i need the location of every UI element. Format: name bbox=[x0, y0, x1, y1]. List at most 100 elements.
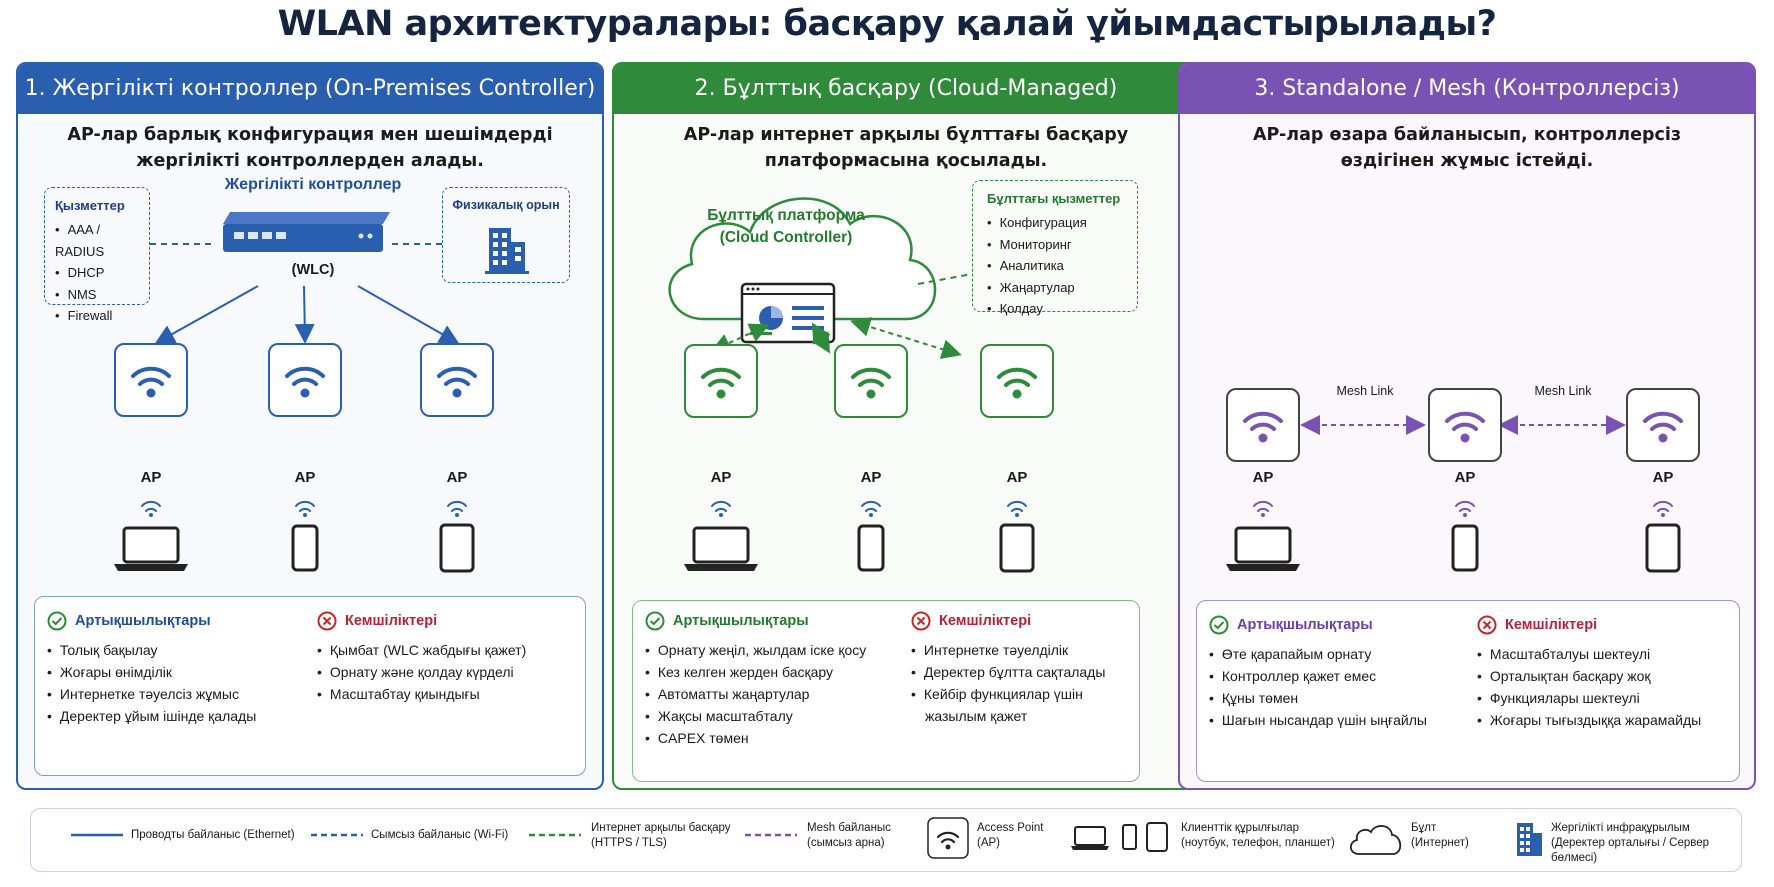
cons-title: Кемшіліктері bbox=[345, 613, 438, 629]
legend-internet-line2: (HTTPS / TLS) bbox=[591, 837, 667, 849]
laptop-icon bbox=[114, 526, 188, 571]
pros-column: Артықшылықтары Орнату жеңіл, жылдам іске… bbox=[645, 611, 866, 749]
services-list: AAA / RADIUS DHCP NMS Firewall bbox=[55, 219, 149, 327]
list-item: Мониторинг bbox=[987, 234, 1137, 256]
access-point-icon bbox=[927, 817, 969, 859]
access-point bbox=[420, 343, 494, 417]
mesh-link-label: Mesh Link bbox=[1534, 384, 1592, 398]
ap-label: AP bbox=[1652, 469, 1674, 486]
wifi-icon bbox=[851, 367, 891, 399]
legend-mesh-line2: (сымсыз арна) bbox=[807, 837, 885, 849]
access-point bbox=[684, 344, 758, 418]
list-item: Орнату және қолдау күрделі bbox=[317, 661, 526, 683]
panel-description: AP-лар өзара байланысып, контроллерсіз ө… bbox=[1252, 125, 1682, 171]
list-item: Құны төмен bbox=[1209, 687, 1427, 709]
list-item: NMS bbox=[55, 284, 149, 306]
small-wifi-icon bbox=[141, 500, 467, 512]
cons-title: Кемшіліктері bbox=[939, 613, 1032, 629]
panel-description: AP-лар интернет арқылы бұлттағы басқару … bbox=[683, 125, 1129, 171]
check-icon bbox=[47, 611, 67, 631]
legend-cloud: Бұлт (Интернет) bbox=[1411, 821, 1469, 851]
wifi-icon bbox=[1445, 411, 1485, 443]
clients-p3 bbox=[1226, 500, 1681, 573]
cross-icon bbox=[911, 611, 931, 631]
cloud-platform-label: Бұлттық платформа (Cloud Controller) bbox=[666, 205, 906, 249]
pros-title: Артықшылықтары bbox=[1237, 617, 1373, 633]
laptop-icon bbox=[1226, 526, 1300, 571]
pros-column: Артықшылықтары Өте қарапайым орнату Конт… bbox=[1209, 615, 1427, 731]
wifi-icon bbox=[1643, 411, 1683, 443]
list-item: Деректер бұлтта сақталады bbox=[911, 661, 1106, 683]
pros-title: Артықшылықтары bbox=[75, 613, 211, 629]
legend-internet: Интернет арқылы басқару (HTTPS / TLS) bbox=[591, 821, 731, 851]
panel-on-premises: 1. Жергілікті контроллер (On-Premises Co… bbox=[16, 62, 604, 790]
list-item: Firewall bbox=[55, 305, 149, 327]
legend-internet-line1: Интернет арқылы басқару bbox=[591, 822, 731, 834]
list-item: Жоғары өнімділік bbox=[47, 661, 256, 683]
cons-column: Кемшіліктері Масштабталуы шектеулі Ортал… bbox=[1477, 615, 1701, 731]
list-item: Интернетке тәуелсіз жұмыс bbox=[47, 683, 256, 705]
legend-mesh-line1: Mesh байланыс bbox=[807, 822, 891, 834]
panel-cloud-managed: 2. Бұлттық басқару (Cloud-Managed) AP-ла… bbox=[612, 62, 1200, 790]
list-item: Толық бақылау bbox=[47, 639, 256, 661]
list-item: Автоматты жаңартулар bbox=[645, 683, 866, 705]
controller-title: Жергілікті контроллер bbox=[224, 176, 402, 193]
topology-p1 bbox=[150, 212, 460, 344]
pros-column: Артықшылықтары Толық бақылау Жоғары өнім… bbox=[47, 611, 256, 727]
pros-cons-box: Артықшылықтары Өте қарапайым орнату Конт… bbox=[1196, 600, 1740, 782]
legend-ap-line1: Access Point bbox=[977, 822, 1044, 834]
wifi-icon bbox=[701, 367, 741, 399]
wired-line-icon bbox=[71, 833, 123, 837]
legend: Проводты байланыс (Ethernet) Сымсыз байл… bbox=[30, 808, 1742, 872]
list-item: Интернетке тәуелділік bbox=[911, 639, 1105, 661]
access-point bbox=[1428, 388, 1502, 462]
physical-location-label: Физикалық орын bbox=[452, 198, 560, 212]
ap-label: AP bbox=[1006, 469, 1028, 486]
wifi-icon bbox=[285, 366, 325, 398]
panel-description: AP-лар барлық конфигурация мен шешімдерд… bbox=[67, 125, 553, 171]
services-title: Бұлттағы қызметтер bbox=[987, 191, 1121, 206]
cloud-services-box: Бұлттағы қызметтер Конфигурация Монитори… bbox=[972, 180, 1138, 316]
legend-clients-line1: Клиенттік құрылғылар bbox=[1181, 822, 1300, 834]
legend-wired: Проводты байланыс (Ethernet) bbox=[131, 829, 295, 841]
cross-icon bbox=[317, 611, 337, 631]
page-title: WLAN архитектуралары: басқару қалай ұйым… bbox=[277, 4, 1497, 44]
list-item: Жаңартулар bbox=[987, 277, 1137, 299]
list-item: Жоғары тығыздыққа жарамайды bbox=[1477, 709, 1701, 731]
panel-standalone-mesh: 3. Standalone / Mesh (Контроллерсіз) AP-… bbox=[1178, 62, 1756, 790]
wifi-icon bbox=[437, 366, 477, 398]
building-icon bbox=[485, 228, 529, 274]
list-item: Орнату жеңіл, жылдам іске қосу bbox=[645, 639, 866, 661]
list-item: Кез келген жерден басқару bbox=[645, 661, 866, 683]
ap-label: AP bbox=[710, 469, 732, 486]
list-item: Кейбір функциялар үшін bbox=[911, 683, 1105, 705]
phone-icon bbox=[857, 524, 885, 572]
list-item: Шағын нысандар үшін ыңғайлы bbox=[1209, 709, 1427, 731]
panel-header: 3. Standalone / Mesh (Контроллерсіз) bbox=[1180, 64, 1754, 114]
wifi-icon bbox=[131, 366, 171, 398]
ap-label: AP bbox=[860, 469, 882, 486]
wireless-line-icon bbox=[311, 833, 363, 837]
physical-location-box: Физикалық орын bbox=[442, 187, 570, 283]
legend-cloud-line2: (Интернет) bbox=[1411, 837, 1469, 849]
small-wifi-icon bbox=[1253, 500, 1673, 512]
clients-p2 bbox=[684, 500, 1035, 573]
dashboard-icon bbox=[740, 282, 836, 344]
legend-infra: Жергілікті инфрақұрылым (Деректер орталы… bbox=[1551, 821, 1741, 866]
tablet-icon bbox=[1645, 523, 1681, 573]
list-item: Орталықтан басқару жоқ bbox=[1477, 665, 1701, 687]
internet-line-icon bbox=[529, 833, 581, 837]
list-item: Масштабтау қиындығы bbox=[317, 683, 526, 705]
legend-cloud-line1: Бұлт bbox=[1411, 822, 1437, 834]
list-item: Контроллер қажет емес bbox=[1209, 665, 1427, 687]
wifi-icon bbox=[1243, 411, 1283, 443]
legend-mesh: Mesh байланыс (сымсыз арна) bbox=[807, 821, 891, 851]
list-item: Масштабталуы шектеулі bbox=[1477, 643, 1701, 665]
phone-icon bbox=[291, 524, 319, 572]
access-point bbox=[980, 344, 1054, 418]
list-item: Функциялары шектеулі bbox=[1477, 687, 1701, 709]
services-title: Қызметтер bbox=[55, 198, 125, 213]
access-point bbox=[268, 343, 342, 417]
access-point bbox=[834, 344, 908, 418]
panel-header: 1. Жергілікті контроллер (On-Premises Co… bbox=[18, 64, 602, 114]
